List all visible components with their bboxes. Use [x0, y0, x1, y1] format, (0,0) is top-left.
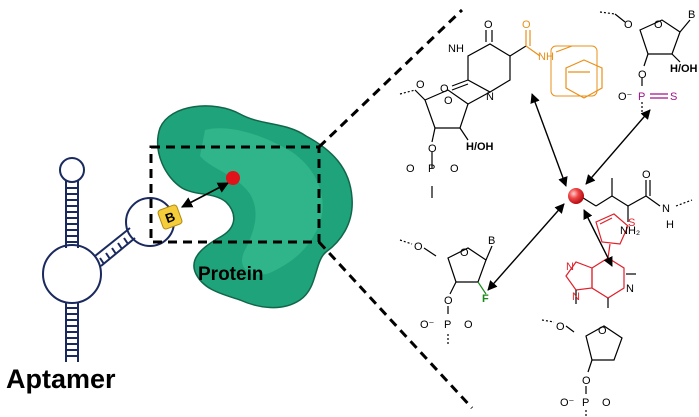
chemical-structures — [399, 11, 693, 416]
s2-s: S — [670, 91, 677, 103]
s2-o-ring: O — [654, 19, 663, 31]
aptamer-upper-stem — [65, 181, 79, 248]
protein-shape — [156, 105, 353, 309]
arrow-to-fluoro — [487, 203, 565, 291]
arrow-to-phosphorothioate — [585, 109, 651, 185]
s4-o-minus: O⁻ — [560, 397, 575, 409]
binding-arrow — [181, 182, 229, 208]
s1-o-top: O — [484, 19, 493, 31]
s4-n-bottom: N — [572, 291, 580, 303]
phosphorothioate-structure — [599, 11, 691, 114]
s4-n-top: N — [566, 261, 574, 273]
s3-o-p: O — [464, 319, 473, 331]
s2-b: B — [688, 9, 695, 21]
s1-o-3p: O — [428, 143, 437, 155]
aptamer-lower-stem — [65, 302, 79, 362]
s1-o-p: O — [450, 163, 459, 175]
s1-o-amide: O — [522, 19, 531, 31]
s2-o-3: O — [638, 69, 647, 81]
protein-label: Protein — [198, 264, 263, 285]
s3-o-ring: O — [460, 247, 469, 259]
s3-o-5: O — [414, 241, 423, 253]
s4-n-right: N — [626, 283, 634, 295]
s4-o-3: O — [582, 375, 591, 387]
chem-labels: O NH O N O NH O O H/OH O O P O O O B H/O… — [406, 9, 698, 409]
red-dot-icon — [226, 171, 240, 185]
zoom-line-top — [317, 8, 464, 149]
s1-o-minus: O — [406, 163, 415, 175]
s4-p: P — [582, 397, 589, 409]
amino-acid-structure — [579, 178, 693, 222]
arrow-to-benzyl — [530, 93, 568, 187]
interaction-arrows — [487, 93, 651, 291]
zoom-box — [149, 145, 321, 244]
s1-n-ring: N — [486, 91, 494, 103]
s1-nh-ring: NH — [448, 43, 464, 55]
s1-p: P — [428, 163, 435, 175]
s1-nh-amide: NH — [538, 51, 554, 63]
base-badge: B — [157, 204, 183, 230]
s4-o-ring: O — [598, 325, 607, 337]
aptamer-side-stem — [94, 227, 136, 267]
s3-o-3: O — [444, 295, 453, 307]
s2-o-5: O — [624, 19, 633, 31]
aa-h: H — [666, 219, 674, 231]
aptamer-structure — [42, 157, 175, 362]
s1-o-sugar: O — [416, 79, 425, 91]
aa-n: N — [662, 203, 670, 215]
s4-s: S — [628, 217, 635, 229]
aa-nh2: NH₂ — [620, 225, 640, 237]
s2-o-minus: O⁻ — [618, 91, 633, 103]
fluoro-nucleotide-structure — [399, 239, 493, 344]
s4-o-5: O — [556, 321, 565, 333]
s1-o-left: O — [440, 83, 449, 95]
zoom-line-bottom — [317, 240, 474, 410]
modified-uridine-structure — [399, 30, 603, 198]
aptamer-top-loop — [59, 157, 85, 183]
s3-o-minus: O⁻ — [420, 319, 435, 331]
s2-p: P — [638, 91, 645, 103]
aptamer-junction-loop — [42, 244, 102, 304]
aa-o: O — [642, 169, 651, 181]
s2-h-oh: H/OH — [670, 63, 698, 75]
s1-o-sugar2: O — [444, 95, 453, 107]
s3-p: P — [444, 319, 451, 331]
aptamer-label: Aptamer — [6, 364, 116, 394]
red-sphere-icon — [568, 188, 584, 204]
s3-f: F — [482, 293, 489, 305]
s3-b: B — [488, 235, 495, 247]
s1-h-oh: H/OH — [466, 141, 494, 153]
s4-o-p: O — [602, 397, 611, 409]
arrow-to-thienyl — [583, 209, 613, 267]
